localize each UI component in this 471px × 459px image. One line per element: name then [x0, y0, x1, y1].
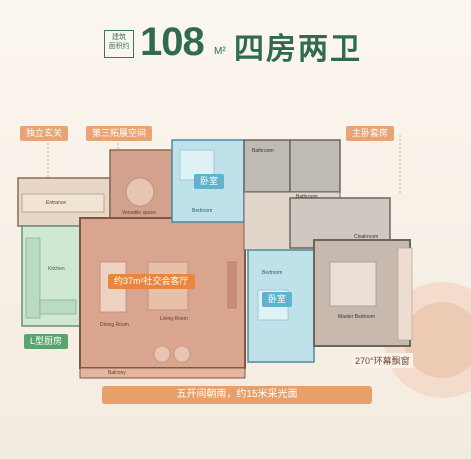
callout-bedroom-2: 卧室: [262, 292, 293, 307]
label-bathroom-1: Bathroom: [252, 148, 274, 154]
area-tag-line1: 建筑: [112, 34, 126, 41]
label-balcony: Balcony: [108, 370, 126, 376]
balcony-chair-2: [173, 345, 191, 363]
tv-cabinet: [227, 261, 237, 309]
kitchen-counter-2: [39, 299, 77, 315]
callout-bedroom-1: 卧室: [194, 174, 225, 189]
label-bedroom-1: Bedroom: [192, 208, 212, 214]
bathroom-2-area: [289, 139, 341, 193]
bathroom-1-area: [243, 139, 291, 193]
kitchen-counter: [25, 237, 41, 319]
label-cloakroom: Cloakroom: [354, 234, 378, 240]
label-bathroom-2: Bathroom: [296, 194, 318, 200]
bottom-bar: 五开间朝南，约15米采光面: [102, 386, 372, 404]
master-window: [397, 247, 413, 341]
callout-living: 约37m²社交会客厅: [108, 274, 195, 289]
label-bedroom-2: Bedroom: [262, 270, 282, 276]
foyer-cabinet: [21, 193, 105, 213]
label-dining: Dining Room: [100, 322, 129, 328]
callout-foyer: 独立玄关: [20, 126, 69, 141]
master-bed: [329, 261, 377, 307]
area-number: 108: [140, 20, 205, 64]
callout-window: 270°环幕飘窗: [352, 353, 413, 368]
layout-title: 四房两卫: [234, 33, 362, 66]
callout-kitchen: L型厨房: [24, 334, 69, 349]
callout-master-suite: 主卧套房: [346, 126, 395, 141]
label-master: Master Bedroom: [338, 314, 375, 320]
label-versatile: Versatile space: [122, 210, 156, 216]
third-space-table: [125, 177, 155, 207]
callout-third-space: 第三拓展空间: [86, 126, 153, 141]
label-living-room: Living Room: [160, 316, 188, 322]
balcony-strip: [79, 367, 246, 379]
area-unit: M²: [214, 46, 226, 57]
label-entry: Entrance: [46, 200, 66, 206]
balcony-chair-1: [153, 345, 171, 363]
window-arc-inner: [404, 302, 471, 378]
area-tag-line2: 面积约: [108, 43, 130, 50]
area-tag: 建筑 面积约: [104, 30, 134, 58]
label-kitchen: Kitchen: [48, 266, 65, 272]
